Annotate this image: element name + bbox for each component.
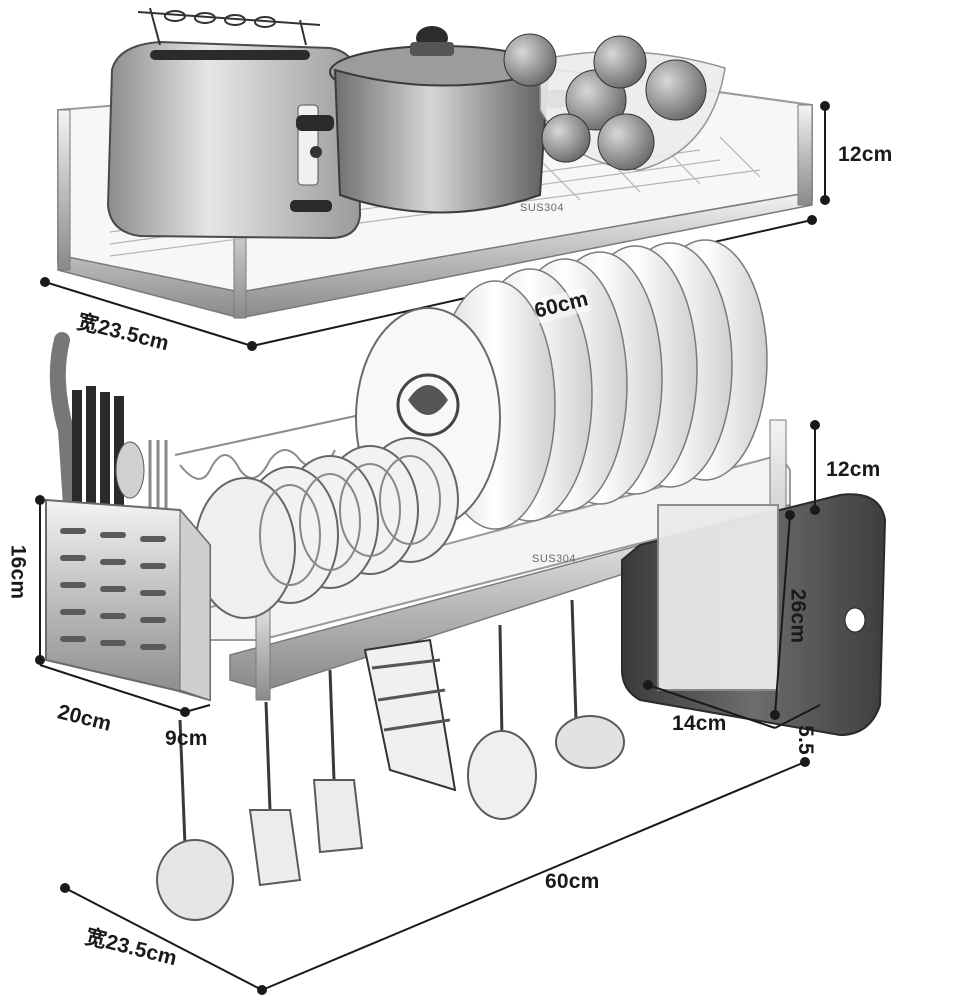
cup-height-label: 16cm [6, 544, 30, 600]
bottom-dimension-lines [35, 420, 821, 995]
utensil-holder-image [45, 332, 211, 702]
hanging-utensils-image [156, 599, 625, 921]
top-rack-stamp: SUS304 [520, 202, 564, 214]
toaster-image [106, 7, 362, 240]
top-shelf-right-post [797, 104, 813, 206]
top-height-label: 12cm [838, 143, 893, 166]
bowls-image [194, 437, 459, 619]
top-shelf-left-post [57, 109, 71, 271]
top-shelf [40, 7, 830, 351]
fruit-bowl-image [503, 33, 726, 171]
board-gap-label: 5.5 [793, 725, 817, 755]
cutting-board-image [621, 493, 887, 737]
cup-depth-label: 9cm [165, 727, 208, 750]
bottom-height-label: 12cm [826, 458, 881, 481]
bottom-rack-back-wires [174, 414, 361, 480]
bottom-rack-stamp: SUS304 [532, 553, 576, 565]
stock-pot-image [329, 26, 575, 214]
board-height-label: 26cm [786, 588, 810, 644]
bottom-width-label: 60cm [545, 870, 600, 893]
bottom-rack [35, 239, 887, 995]
toaster-rack [137, 7, 321, 46]
board-width-label: 14cm [672, 712, 727, 735]
